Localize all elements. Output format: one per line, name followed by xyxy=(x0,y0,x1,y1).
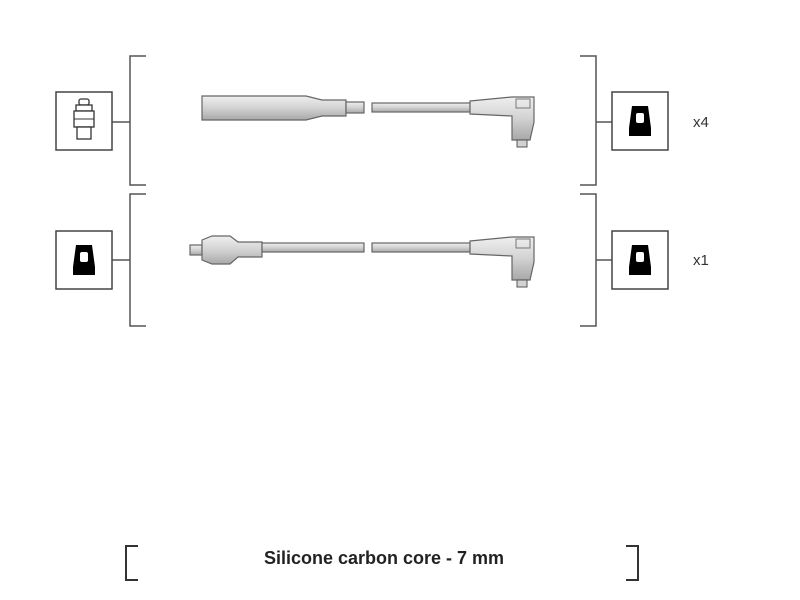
coil-connector-icon xyxy=(55,230,113,290)
caption-left-bracket xyxy=(125,545,138,581)
coil-connector-icon xyxy=(611,230,669,290)
quantity-label-row-1: x4 xyxy=(693,114,709,131)
quantity-label-row-2: x1 xyxy=(693,252,709,269)
coil-connector-icon xyxy=(611,91,669,151)
left-bracket-row-2 xyxy=(129,193,146,327)
cable-row-1 xyxy=(55,55,669,186)
cable-spec-caption: Silicone carbon core - 7 mm xyxy=(263,548,505,568)
caption-right-bracket xyxy=(626,545,639,581)
right-bracket-row-1 xyxy=(580,55,597,186)
ignition-cable-2 xyxy=(189,235,535,288)
cable-row-2 xyxy=(55,193,669,327)
spark-plug-connector-icon xyxy=(55,91,113,151)
ignition-cable-1 xyxy=(201,95,535,148)
right-bracket-row-2 xyxy=(580,193,597,327)
left-bracket-row-1 xyxy=(129,55,146,186)
